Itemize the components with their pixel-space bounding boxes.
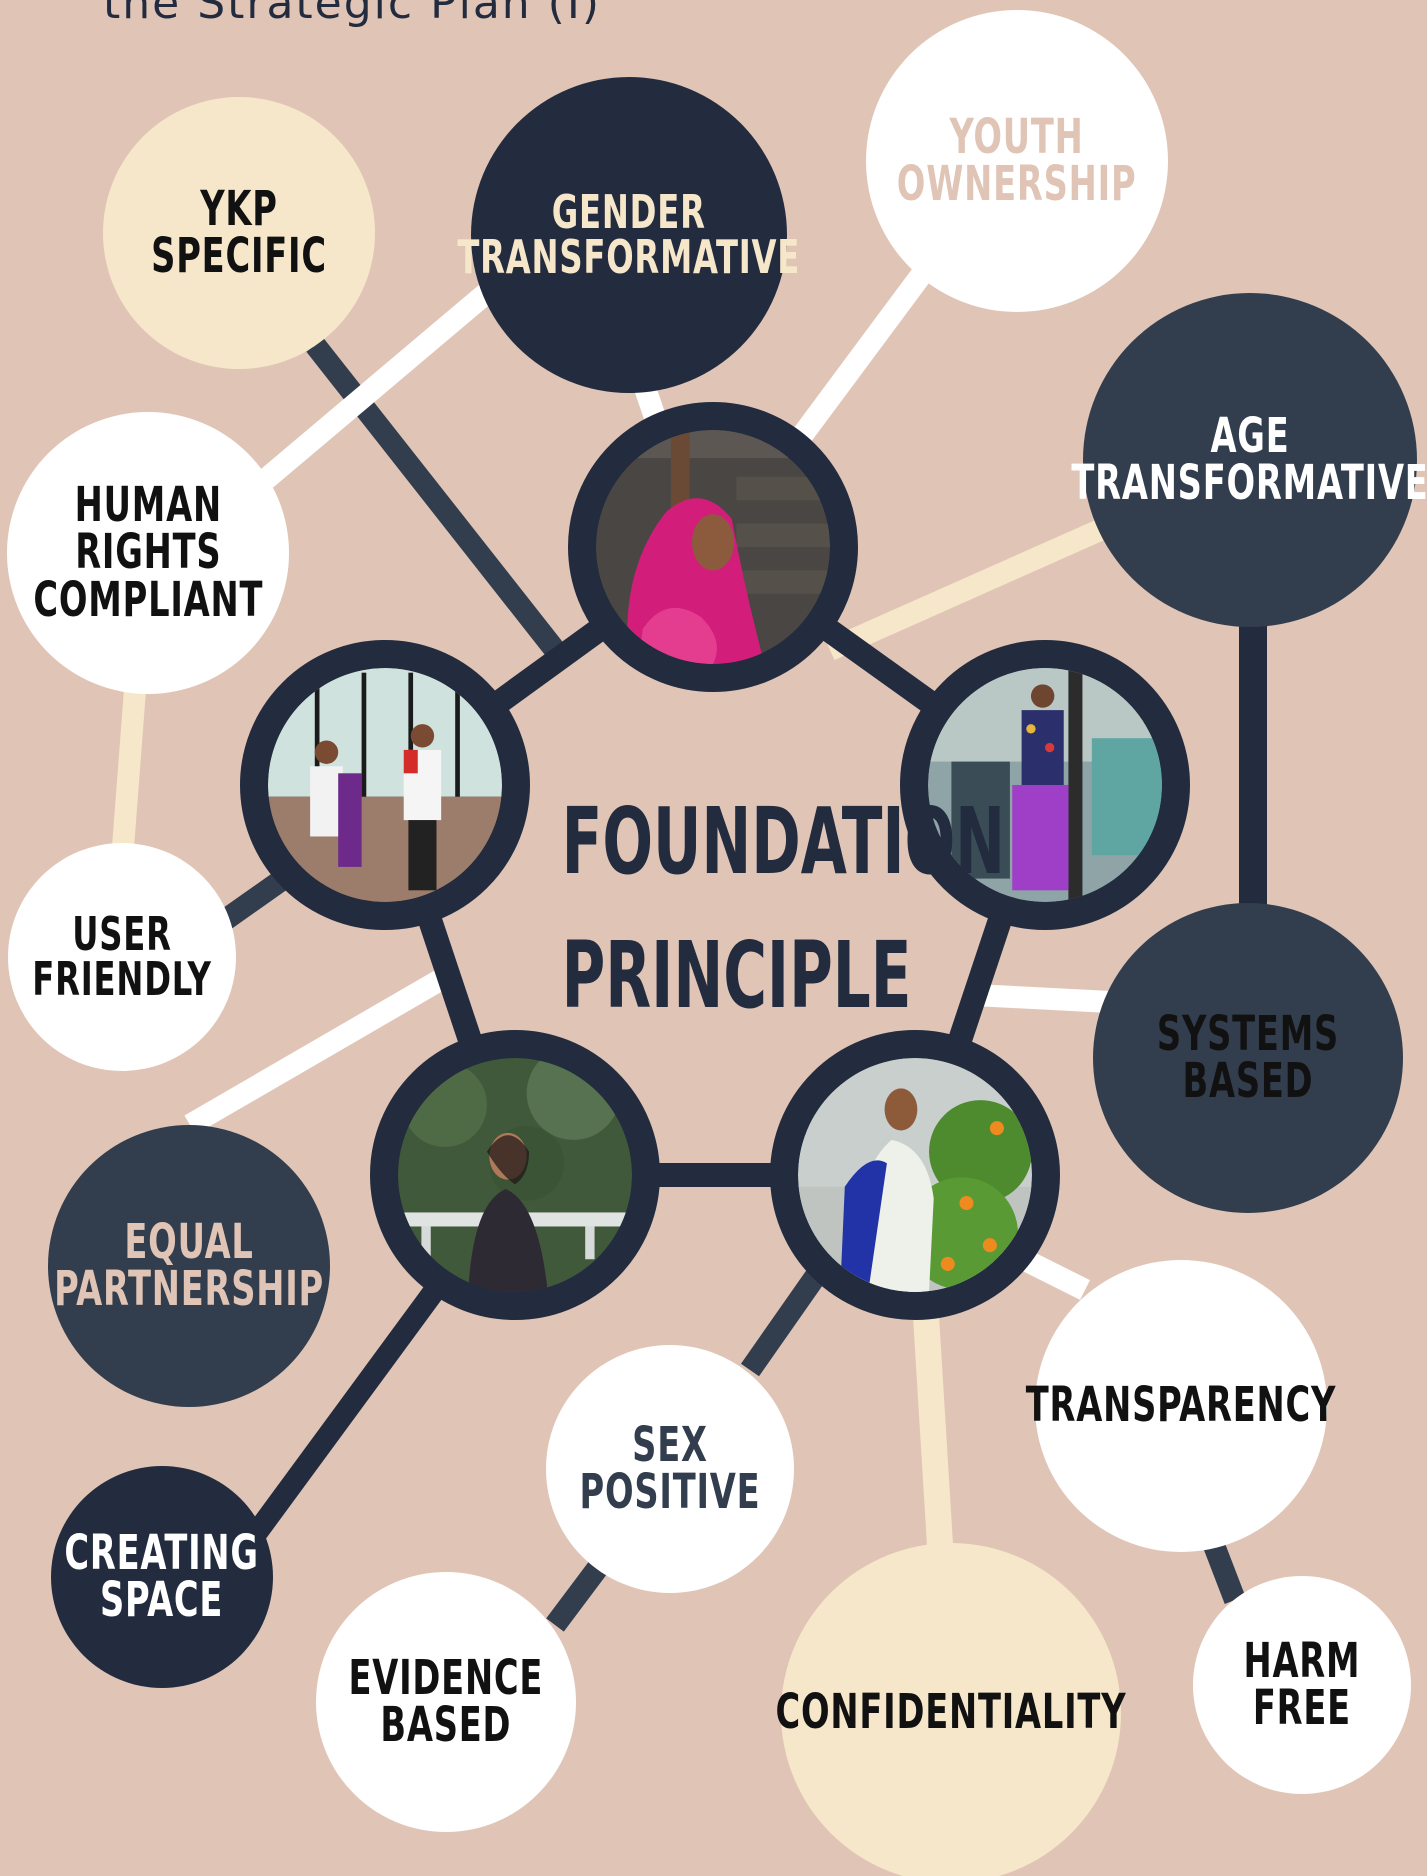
node-label: CREATING SPACE bbox=[64, 1524, 260, 1628]
photo-bottom-right bbox=[770, 1030, 1060, 1320]
page-title: the Strategic Plan (I) bbox=[103, 0, 601, 29]
node-systems-based: SYSTEMS BASED bbox=[1093, 903, 1403, 1213]
center-title-line1: FOUNDATION bbox=[561, 788, 1006, 895]
node-human-rights-compliant: HUMAN RIGHTS COMPLIANT bbox=[7, 412, 289, 694]
center-title-line2: PRINCIPLE bbox=[561, 922, 912, 1029]
node-ykp-specific: YKP SPECIFIC bbox=[103, 97, 375, 369]
node-label: CONFIDENTIALITY bbox=[775, 1684, 1127, 1741]
node-user-friendly: USER FRIENDLY bbox=[8, 843, 236, 1071]
connector-equal-to-center bbox=[184, 970, 446, 1135]
girl-picking-oranges-photo bbox=[798, 1058, 1032, 1292]
connector-sex-to-bottom-right-photo bbox=[740, 1263, 830, 1377]
node-label: HARM FREE bbox=[1243, 1632, 1361, 1736]
node-label: EVIDENCE BASED bbox=[348, 1649, 544, 1753]
connector-youth-to-top-photo bbox=[786, 263, 934, 452]
connector-human-rights-to-gender bbox=[257, 281, 498, 489]
node-label: GENDER TRANSFORMATIVE bbox=[457, 184, 801, 284]
node-gender-transformative: GENDER TRANSFORMATIVE bbox=[458, 77, 800, 393]
node-label: TRANSPARENCY bbox=[1025, 1377, 1337, 1434]
node-label: YKP SPECIFIC bbox=[151, 180, 327, 284]
node-transparency: TRANSPARENCY bbox=[1026, 1260, 1335, 1552]
woman-in-pink-scarf-photo bbox=[596, 430, 830, 664]
node-harm-free: HARM FREE bbox=[1193, 1576, 1411, 1794]
woman-in-hills-photo bbox=[398, 1058, 632, 1292]
connector-confidentiality-to-bottom-right-photo bbox=[912, 1299, 953, 1546]
node-creating-space: CREATING SPACE bbox=[51, 1466, 273, 1688]
node-evidence-based: EVIDENCE BASED bbox=[316, 1572, 576, 1832]
photo-top bbox=[568, 402, 858, 692]
connector-age-to-top-photo bbox=[825, 519, 1105, 661]
node-equal-partnership: EQUAL PARTNERSHIP bbox=[48, 1125, 330, 1407]
connector-creating-to-bottom-left-photo bbox=[246, 1283, 444, 1542]
node-label: USER FRIENDLY bbox=[32, 906, 212, 1006]
node-label: EQUAL PARTNERSHIP bbox=[54, 1213, 324, 1317]
connector-systems-to-right-photo bbox=[974, 984, 1111, 1013]
connector-evidence-to-sex bbox=[546, 1558, 609, 1632]
node-label: SYSTEMS BASED bbox=[1156, 1005, 1340, 1109]
photo-left bbox=[240, 640, 530, 930]
three-girls-photo bbox=[268, 668, 502, 902]
connector-human-rights-to-user bbox=[111, 689, 146, 861]
node-label: AGE TRANSFORMATIVE bbox=[1071, 407, 1427, 511]
connector-ykp-to-center bbox=[306, 338, 564, 657]
node-label: SEX POSITIVE bbox=[579, 1416, 761, 1520]
girl-at-door-photo bbox=[928, 668, 1162, 902]
node-label: HUMAN RIGHTS COMPLIANT bbox=[33, 477, 263, 628]
node-confidentiality: CONFIDENTIALITY bbox=[776, 1543, 1126, 1876]
node-label: YOUTH OWNERSHIP bbox=[897, 108, 1137, 212]
photo-bottom-left bbox=[370, 1030, 660, 1320]
node-youth-ownership: YOUTH OWNERSHIP bbox=[866, 10, 1168, 312]
node-sex-positive: SEX POSITIVE bbox=[546, 1345, 794, 1593]
node-age-transformative: AGE TRANSFORMATIVE bbox=[1071, 293, 1427, 627]
